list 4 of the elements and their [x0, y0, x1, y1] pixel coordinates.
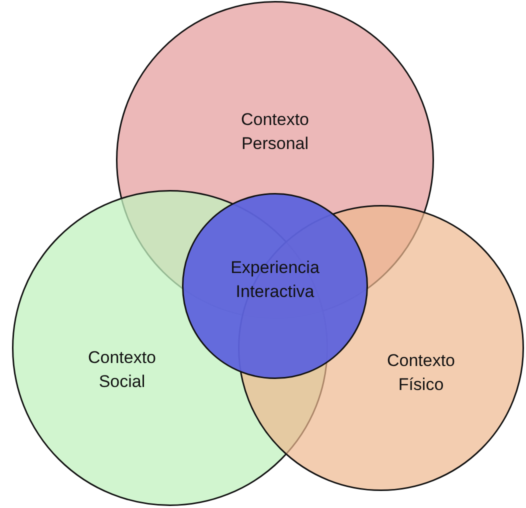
circle-label: Contexto Físico [386, 350, 456, 396]
circle-label: Contexto Personal [240, 109, 310, 155]
circle-label: Contexto Social [86, 347, 158, 393]
circle-label: Experiencia Interactiva [230, 257, 320, 303]
